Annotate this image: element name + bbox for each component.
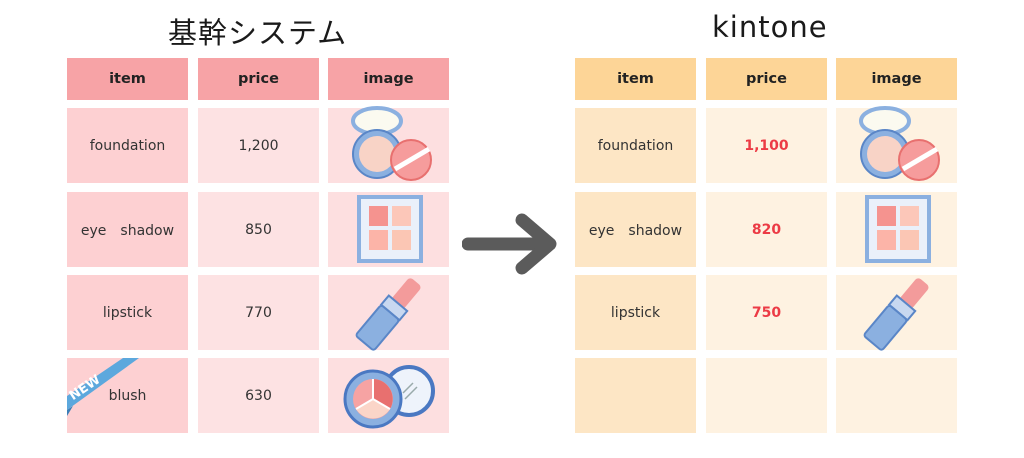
eyeshadow-palette-icon: [356, 194, 423, 263]
cell-item: lipstick: [67, 275, 188, 350]
blush-compact-icon: [343, 364, 435, 428]
cell-item: eye shadow: [67, 192, 188, 267]
cell-price: 630: [198, 358, 319, 433]
compact-icon: [350, 105, 432, 181]
compact-icon: [858, 105, 940, 181]
cell-price: 1,200: [198, 108, 319, 183]
cell-price: 770: [198, 275, 319, 350]
cell-image-empty: [836, 358, 957, 433]
header-price: price: [706, 58, 827, 100]
cell-price: 1,100: [706, 108, 827, 183]
cell-image: [836, 275, 957, 351]
cell-image: [836, 192, 957, 267]
cell-price: 850: [198, 192, 319, 267]
cell-item-empty: [575, 358, 696, 433]
cell-price: 750: [706, 275, 827, 350]
header-price: price: [198, 58, 319, 100]
cell-image: [328, 275, 449, 351]
cell-item: foundation: [67, 108, 188, 183]
header-item: item: [575, 58, 696, 100]
header-image: image: [328, 58, 449, 100]
left-title: 基幹システム: [168, 16, 348, 50]
header-image: image: [836, 58, 957, 100]
cell-image: [328, 105, 449, 183]
lipstick-icon: [863, 277, 928, 351]
cell-item: blush: [67, 358, 188, 433]
cell-item: foundation: [575, 108, 696, 183]
lipstick-icon: [355, 277, 420, 351]
cell-image: [836, 105, 957, 183]
eyeshadow-palette-icon: [864, 194, 931, 263]
cell-item: eye shadow: [575, 192, 696, 267]
right-title: kintone: [712, 10, 828, 44]
arrow-right-icon: [462, 213, 557, 275]
cell-image: [328, 358, 449, 433]
cell-price: 820: [706, 192, 827, 267]
cell-image: [328, 192, 449, 267]
header-item: item: [67, 58, 188, 100]
cell-price-empty: [706, 358, 827, 433]
cell-item: lipstick: [575, 275, 696, 350]
